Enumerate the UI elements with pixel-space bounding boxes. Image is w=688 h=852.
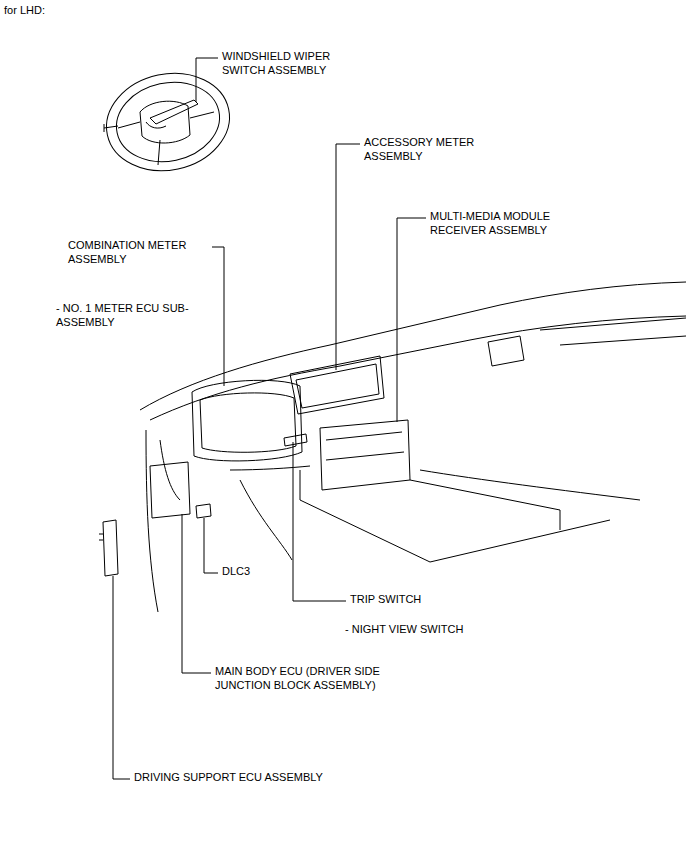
- console: [300, 470, 640, 562]
- accessory-meter: [290, 356, 384, 414]
- part-label: - NO. 1 METER ECU SUB-ASSEMBLY: [56, 301, 206, 329]
- vent: [488, 336, 524, 366]
- page-title: for LHD:: [4, 3, 45, 17]
- wheel-rim-inner: [109, 73, 227, 171]
- part-label: WINDSHIELD WIPER SWITCH ASSEMBLY: [222, 49, 352, 77]
- dash-lower: [230, 466, 310, 470]
- dash-edge: [150, 316, 686, 420]
- wheel-rim: [97, 62, 238, 182]
- trip-switch: [284, 434, 307, 446]
- steering-wheel: [97, 62, 238, 182]
- console-edge: [410, 480, 560, 530]
- wheel-spokes: [118, 112, 214, 165]
- accessory-screen: [296, 364, 379, 408]
- wiper-switch: [150, 100, 198, 124]
- part-label: ACCESSORY METER ASSEMBLY: [364, 135, 489, 163]
- part-label: TRIP SWITCH: [350, 592, 470, 606]
- receiver-panel: [326, 432, 404, 460]
- multi-media-receiver: [320, 420, 410, 490]
- meter-face: [200, 393, 296, 452]
- part-label: MULTI-MEDIA MODULE RECEIVER ASSEMBLY: [430, 209, 575, 237]
- wheel-column: [104, 124, 118, 132]
- dlc3-connector: [196, 504, 211, 518]
- driving-support-ecu: [99, 520, 118, 576]
- main-body-ecu: [150, 462, 190, 518]
- dash-lower-left: [160, 440, 180, 500]
- part-label: DRIVING SUPPORT ECU ASSEMBLY: [134, 770, 374, 784]
- part-label: DLC3: [222, 564, 282, 578]
- combination-meter: [192, 380, 302, 461]
- dashboard: [140, 282, 686, 612]
- leader-lines: [113, 58, 426, 779]
- column-cover: [240, 480, 292, 560]
- door-edge: [146, 430, 158, 612]
- part-label: MAIN BODY ECU (DRIVER SIDE JUNCTION BLOC…: [215, 664, 405, 692]
- dash-top: [140, 282, 686, 410]
- wheel-hub: [140, 101, 190, 143]
- switch-body: [146, 122, 166, 128]
- part-label: COMBINATION METER ASSEMBLY: [68, 238, 208, 266]
- part-label: - NIGHT VIEW SWITCH: [345, 622, 495, 636]
- dash-right: [540, 318, 686, 345]
